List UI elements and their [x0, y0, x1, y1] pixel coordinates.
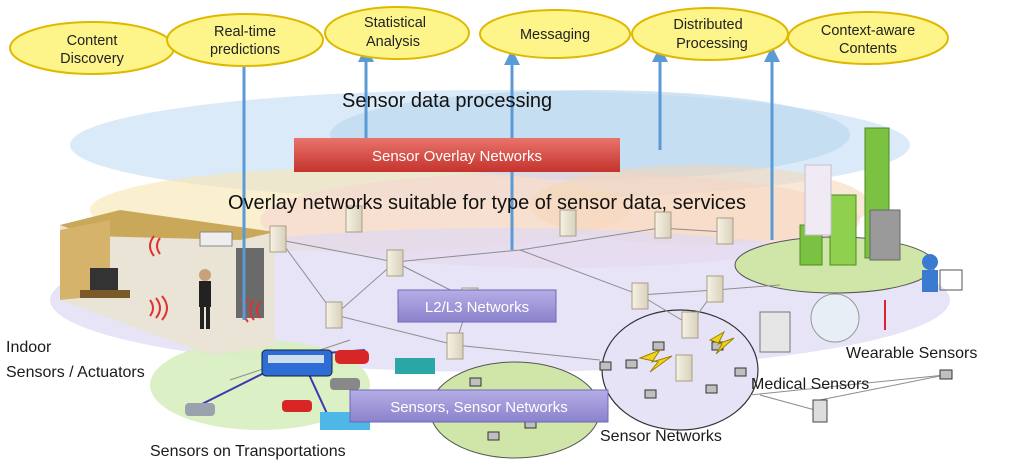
- service-label-line: Statistical: [364, 15, 426, 31]
- medical-sensors-label: Medical Sensors: [751, 376, 869, 393]
- service-real-time-predictions: Real-time predictions: [166, 13, 324, 67]
- sensor-networks-label: Sensor Networks: [600, 428, 722, 445]
- service-label-line: Processing: [676, 36, 748, 52]
- server-icon: [269, 225, 287, 253]
- service-messaging: Messaging: [479, 9, 631, 59]
- server-icon: [706, 275, 724, 303]
- sensor-overlay-networks-band: Sensor Overlay Networks: [294, 138, 620, 172]
- sensors-sensor-networks-band: Sensors, Sensor Networks: [349, 389, 609, 423]
- server-icon: [386, 249, 404, 277]
- server-icon: [675, 354, 693, 382]
- server-icon: [446, 332, 464, 360]
- service-label-line: Distributed: [673, 17, 742, 33]
- overlay-networks-description: Overlay networks suitable for type of se…: [228, 192, 746, 214]
- service-label-line: Analysis: [366, 34, 420, 50]
- sensors-sensor-networks-label: Sensors, Sensor Networks: [390, 399, 568, 416]
- service-label-line: Context-aware: [821, 23, 915, 39]
- service-label-line: Discovery: [60, 51, 124, 67]
- wireless-bolts: [638, 330, 735, 373]
- indoor-room-illustration: [60, 210, 275, 355]
- l2l3-networks-band: L2/L3 Networks: [397, 289, 557, 323]
- sensors-on-transportations-label: Sensors on Transportations: [150, 443, 346, 460]
- signal-waves: [149, 235, 261, 323]
- server-icon: [631, 282, 649, 310]
- server-icon: [345, 205, 363, 233]
- outdoor-city-illustration: [759, 127, 963, 423]
- service-label-line: Messaging: [520, 27, 590, 43]
- server-icon: [325, 301, 343, 329]
- service-content-discovery: Content Discovery: [9, 21, 175, 75]
- server-icon: [681, 311, 699, 339]
- indoor-sensors-actuators-label: Sensors / Actuators: [6, 364, 145, 381]
- overlay-layer-ellipse-orange: [530, 165, 870, 245]
- sensor-data-processing-label: Sensor data processing: [342, 90, 552, 112]
- service-label-line: Contents: [839, 41, 897, 57]
- service-distributed-processing: Distributed Processing: [631, 7, 789, 61]
- person-figure: [199, 269, 211, 329]
- arrow-up-icon: [764, 46, 780, 240]
- service-context-aware-contents: Context-aware Contents: [787, 11, 949, 65]
- indoor-label: Indoor: [6, 339, 52, 356]
- service-statistical-analysis: Statistical Analysis: [324, 6, 470, 60]
- l2l3-networks-label: L2/L3 Networks: [425, 299, 529, 316]
- server-icon: [559, 209, 577, 237]
- sensor-overlay-networks-label: Sensor Overlay Networks: [372, 148, 542, 165]
- service-label-line: Content: [67, 33, 118, 49]
- server-icon: [716, 217, 734, 245]
- network-servers: [269, 205, 734, 382]
- service-label-line: predictions: [210, 42, 280, 58]
- server-icon: [654, 211, 672, 239]
- service-ovals: Content Discovery Real-time predictions …: [9, 6, 949, 75]
- wearable-sensors-label: Wearable Sensors: [846, 345, 977, 362]
- service-label-line: Real-time: [214, 24, 276, 40]
